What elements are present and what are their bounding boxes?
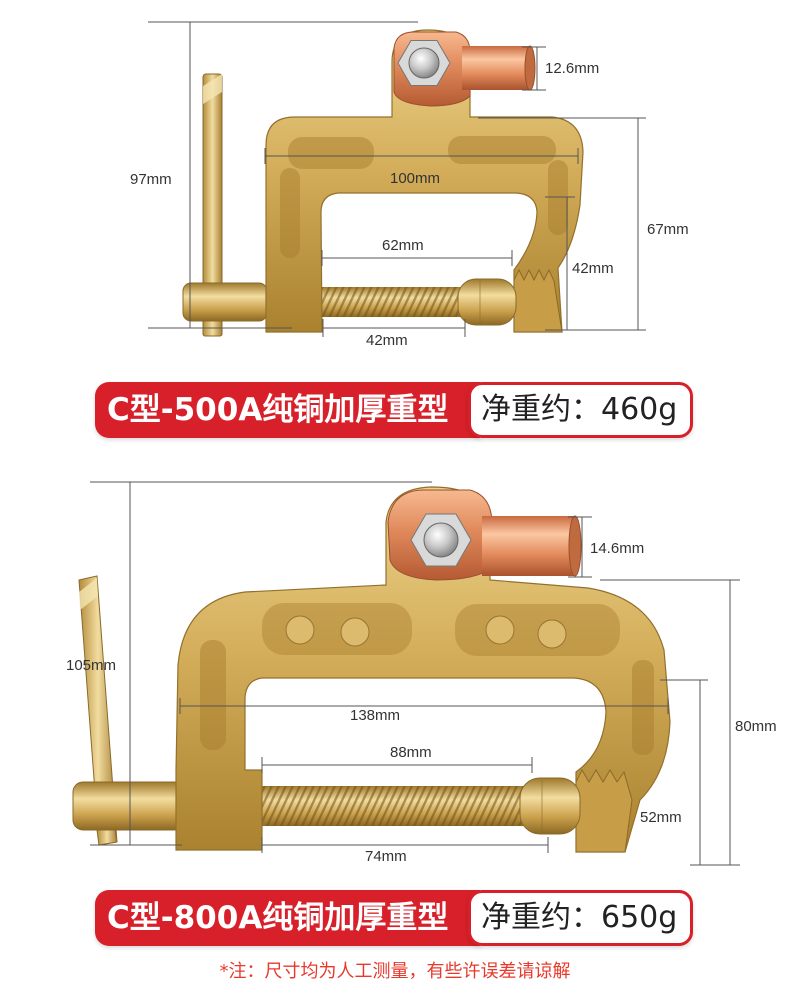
body-recess xyxy=(455,604,620,656)
serrated-jaw xyxy=(513,268,563,333)
bolt-head xyxy=(408,47,440,79)
body-recess xyxy=(448,136,556,164)
label-body-width: 100mm xyxy=(390,170,440,187)
body-boss xyxy=(340,617,370,647)
handle-rod-tip xyxy=(203,74,222,104)
label-body-width: 138mm xyxy=(350,707,400,724)
product-weight: 净重约：460g xyxy=(468,382,693,438)
body-recess xyxy=(200,640,226,750)
body-boss xyxy=(485,615,515,645)
label-lug-diameter: 12.6mm xyxy=(545,60,599,77)
dimension-lines-800a xyxy=(90,481,740,866)
product-title: C型-500A纯铜加厚重型 xyxy=(95,382,480,438)
label-screw-length: 42mm xyxy=(366,332,408,349)
product-banner-800a: C型-800A纯铜加厚重型 净重约：650g xyxy=(95,890,693,946)
swivel-pad xyxy=(519,777,581,835)
handle-boss xyxy=(182,282,268,322)
serrated-jaw xyxy=(575,768,633,853)
screw-thread xyxy=(262,786,535,826)
label-jaw-height: 42mm xyxy=(572,260,614,277)
clamp-800a xyxy=(72,486,671,853)
dimension-labels-500a: 97mm 12.6mm 100mm 62mm 42mm 67mm 42mm xyxy=(130,60,689,349)
label-overall-height: 105mm xyxy=(66,657,116,674)
copper-lug-tube-end xyxy=(524,45,536,91)
label-inner-width: 88mm xyxy=(390,744,432,761)
copper-lug-tube xyxy=(462,46,530,90)
body-boss xyxy=(537,619,567,649)
handle-boss xyxy=(72,781,186,831)
label-overall-height: 97mm xyxy=(130,171,172,188)
clamp-500a xyxy=(182,29,584,337)
product-title: C型-800A纯铜加厚重型 xyxy=(95,890,480,946)
dimension-labels-800a: 105mm 14.6mm 138mm 88mm 80mm 52mm 74mm xyxy=(66,540,777,865)
body-recess xyxy=(288,137,374,169)
body-recess xyxy=(280,168,300,258)
label-lug-diameter: 14.6mm xyxy=(590,540,644,557)
body-boss xyxy=(285,615,315,645)
copper-lug-tube xyxy=(482,516,575,576)
label-body-height: 80mm xyxy=(735,718,777,735)
body-recess xyxy=(262,603,412,655)
body-recess xyxy=(632,660,654,755)
clamp-body xyxy=(175,486,671,853)
product-banner-500a: C型-500A纯铜加厚重型 净重约：460g xyxy=(95,382,693,438)
label-jaw-height: 52mm xyxy=(640,809,682,826)
copper-lug-tube-end xyxy=(568,515,582,577)
handle-rod-lower xyxy=(96,829,118,846)
label-screw-length: 74mm xyxy=(365,848,407,865)
label-inner-width: 62mm xyxy=(382,237,424,254)
measurement-note: *注：尺寸均为人工测量，有些许误差请谅解 xyxy=(219,961,571,982)
handle-rod-tip xyxy=(79,578,98,610)
product-weight: 净重约：650g xyxy=(468,890,693,946)
swivel-pad xyxy=(457,278,517,326)
dimension-lines-500a xyxy=(148,21,646,337)
bolt-head xyxy=(423,522,459,558)
label-body-height: 67mm xyxy=(647,221,689,238)
